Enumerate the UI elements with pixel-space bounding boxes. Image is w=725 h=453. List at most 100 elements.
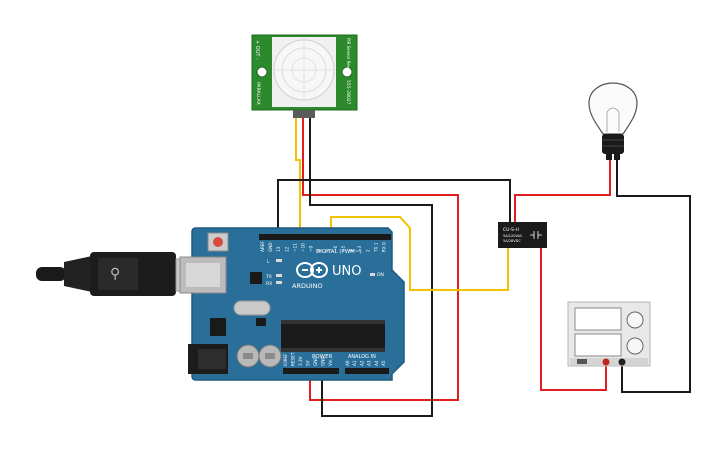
top-pin-label-14: TX 1 — [373, 242, 378, 253]
power-pin-label-4: GND — [313, 356, 318, 366]
top-pin-label-6: ~9 — [309, 245, 314, 252]
relay-bulb-wire[interactable] — [514, 160, 611, 222]
on-led — [370, 273, 375, 276]
pir-power-wire[interactable] — [302, 118, 459, 401]
psu-terminal-positive[interactable] — [602, 358, 610, 366]
power-pin-label-5: GND — [321, 356, 326, 366]
atmega-socket-top — [281, 320, 385, 324]
rx-led — [276, 281, 282, 284]
psu-switch[interactable] — [577, 359, 587, 364]
top-pin-label-2: 13 — [276, 246, 281, 252]
power-label: POWER — [312, 354, 333, 360]
capacitor-2-mark — [265, 353, 275, 359]
relay-module[interactable]: CU-S-H 5A/120VAC 5A/28VDC — [498, 222, 547, 248]
usb-symbol-icon: ⚲ — [110, 266, 120, 282]
arduino-logo-text: ARDUINO — [292, 282, 323, 290]
analog-label: ANALOG IN — [348, 354, 376, 360]
analog-pin-label-1: A1 — [352, 360, 357, 366]
top-pin-label-9: ~6 — [333, 245, 338, 252]
wires — [277, 118, 691, 417]
bulb-base — [602, 134, 624, 154]
pir-signal-wire[interactable] — [295, 118, 301, 232]
bulb-terminal-left — [606, 154, 612, 160]
light-bulb[interactable] — [588, 82, 638, 160]
pir-left-pins: + OUT - — [254, 40, 260, 60]
top-pin-label-5: ~10 — [301, 243, 306, 252]
power-pin-label-2: 3.3V — [298, 356, 303, 366]
relay-psu-wire[interactable] — [540, 248, 607, 391]
rx-led-label: RX — [266, 281, 272, 287]
capacitor-1-mark — [243, 353, 253, 359]
on-led-label: ON — [377, 272, 384, 278]
usb-b-socket-inner — [186, 263, 220, 287]
crystal-oscillator — [233, 300, 271, 316]
pir-left-brand: PARALLAX — [255, 82, 261, 105]
analog-pin-label-2: A2 — [359, 360, 364, 366]
regulator — [210, 318, 226, 336]
capacitor-small — [256, 318, 266, 326]
top-pin-label-8: 7 — [325, 249, 330, 252]
psu-knob-bottom[interactable] — [626, 337, 644, 355]
bulb-glass-icon — [588, 82, 638, 135]
atmega-socket-bottom — [281, 348, 385, 352]
pir-right-bottom: 555-28027 — [345, 80, 351, 105]
psu-display-top — [574, 307, 622, 331]
usb-cable-tip — [36, 267, 66, 281]
usb-chip — [250, 272, 262, 284]
power-supply[interactable] — [567, 301, 651, 367]
l-led — [276, 259, 282, 262]
relay-spec-1: 5A/120VAC — [503, 234, 523, 238]
reset-button-cap[interactable] — [213, 237, 223, 247]
pir-sensor[interactable]: + OUT - PARALLAX PIR Sensor Rev B 555-28… — [251, 34, 358, 118]
analog-header — [345, 368, 389, 374]
analog-pin-label-3: A3 — [367, 360, 372, 366]
arduino-gnd-relay-wire[interactable] — [277, 179, 511, 232]
relay-switch-symbol-icon — [530, 231, 542, 239]
digital-label: DIGITAL (PWM~) — [316, 249, 362, 255]
arduino-uno-board[interactable]: ARDUINO UNO DIGITAL (PWM~) POWER ANALOG … — [179, 227, 405, 381]
bulb-terminal-right — [614, 154, 620, 160]
pir-ground-wire[interactable] — [309, 118, 433, 417]
digital-header — [259, 234, 391, 240]
top-pin-label-3: 12 — [284, 246, 289, 252]
analog-pin-label-4: A4 — [374, 360, 379, 366]
power-pin-label-1: RESET — [291, 352, 296, 366]
relay-model-text: CU-S-H — [503, 227, 519, 233]
top-pin-label-1: GND — [268, 242, 273, 252]
bulb-psu-wire[interactable] — [616, 160, 691, 393]
relay-control-wire[interactable] — [330, 216, 509, 291]
dc-jack-inner — [198, 349, 226, 369]
atmega-chip — [281, 324, 385, 348]
pir-mount-hole-right — [341, 66, 353, 78]
psu-terminal-negative[interactable] — [618, 358, 626, 366]
top-pin-label-13: 2 — [365, 249, 370, 252]
top-pin-label-7: 8 — [317, 249, 322, 252]
pir-pin-header — [293, 110, 315, 118]
psu-display-bottom — [574, 333, 622, 357]
pir-right-top: PIR Sensor Rev B — [346, 38, 351, 72]
relay-spec-2: 5A/28VDC — [503, 239, 521, 243]
power-pin-label-3: 5V — [306, 360, 311, 366]
top-pin-label-10: ~5 — [341, 245, 346, 252]
top-pin-label-11: 4 — [349, 249, 354, 252]
top-pin-label-12: ~3 — [357, 245, 362, 252]
top-pin-label-0: AREF — [260, 241, 265, 252]
tx-led — [276, 274, 282, 277]
psu-knob-top[interactable] — [626, 311, 644, 329]
top-pin-label-15: RX 0 — [382, 242, 387, 252]
pir-mount-hole-left — [256, 66, 268, 78]
top-pin-label-4: ~11 — [292, 243, 297, 252]
usb-cable-boot — [64, 256, 92, 292]
analog-pin-label-0: A0 — [345, 360, 350, 366]
power-pin-label-6: Vin — [328, 359, 333, 366]
bulb-filament — [606, 107, 620, 132]
tx-led-label: TX — [265, 274, 272, 280]
usb-plug-grip — [98, 258, 138, 290]
arduino-logo-icon — [296, 262, 328, 278]
power-header — [283, 368, 339, 374]
l-led-label: L — [267, 259, 270, 265]
